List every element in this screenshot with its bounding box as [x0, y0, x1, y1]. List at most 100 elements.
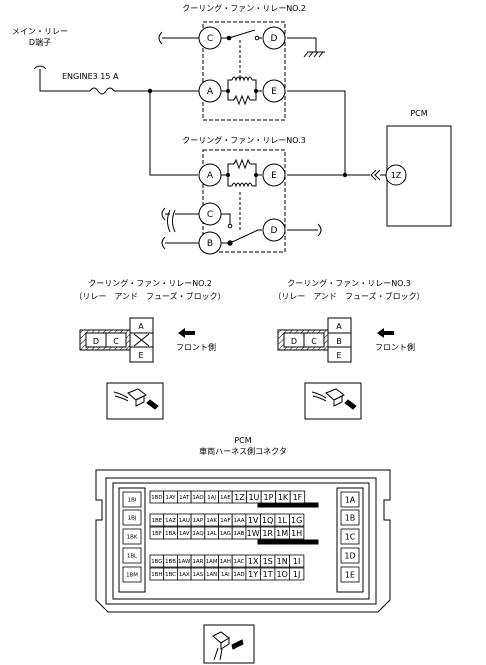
- r2-terminal-c: [198, 26, 222, 50]
- pcm-pin-1ap: 1AP: [193, 518, 204, 524]
- pcm-pin-1bk-box: [122, 528, 142, 545]
- pcm-pin-1ai: 1AI: [221, 572, 230, 578]
- r3-harness-bracket: [167, 209, 176, 233]
- pcm-pin-1h: 1H: [291, 529, 302, 538]
- fuse-symbol: [89, 87, 115, 95]
- r2-coil-node: [226, 89, 230, 93]
- r2-terminal-c-label: C: [207, 34, 213, 44]
- pcm-connector-outer: [95, 469, 391, 613]
- r3-b-harness-end: [161, 236, 166, 250]
- main-relay-label-line1: メイン・リレー: [12, 27, 68, 36]
- pcm-connector-title: PCM: [234, 436, 251, 445]
- relay3-conn-pin-e: E: [336, 351, 341, 360]
- pcm-pin-1bj: 1BJ: [128, 516, 137, 522]
- r3-coil-node: [226, 173, 230, 177]
- pcm-pin-1v: 1V: [248, 516, 259, 525]
- pcm-pin-1s: 1S: [263, 557, 273, 566]
- r3-b-contact: [227, 240, 233, 246]
- relay3-conn-pin-c: C: [311, 337, 317, 346]
- pcm-pin-1bk: 1BK: [127, 535, 138, 541]
- pcm-pin-1w: 1W: [247, 529, 260, 538]
- feed-junction: [147, 88, 153, 94]
- pcm-pin-1aq: 1AQ: [192, 531, 203, 537]
- terminals: C D A E A E C B D 1Z: [198, 26, 407, 255]
- probe-icon-bottom: [203, 624, 255, 664]
- r3-terminal-e: [262, 163, 286, 187]
- relay2-conn-pin-d: D: [93, 337, 99, 346]
- pcm-pin-1b: 1B: [345, 514, 356, 523]
- pcm-pin-1aa: 1AA: [234, 518, 245, 524]
- pcm-pin-1q: 1Q: [262, 516, 273, 525]
- r3-resistor: [233, 158, 251, 170]
- r3-terminal-a: [198, 163, 222, 187]
- pcm-pin-1ao: 1AO: [192, 495, 203, 501]
- pcm-pin-1p: 1P: [263, 493, 273, 502]
- pcm-pin-1aw: 1AW: [178, 559, 191, 565]
- main-relay-label-line2: D端子: [29, 37, 51, 47]
- pcm-connector-notch-top: [257, 502, 319, 508]
- r2-terminal-a-label: A: [207, 87, 214, 97]
- pcm-pin-1h-box: [288, 526, 305, 540]
- pcm-pin-1o: 1O: [276, 570, 287, 579]
- pcm-connector-subtitle: 車両ハーネス側コネクタ: [199, 446, 287, 456]
- pcm-pin-1af: 1AF: [220, 518, 230, 524]
- r2-terminal-a: [198, 79, 222, 103]
- pcm-connector: [95, 469, 391, 613]
- pcm-pin-1t: 1T: [263, 570, 273, 579]
- pcm-pin-1bh: 1BH: [151, 572, 162, 578]
- pcm-pin-1aj: 1AJ: [207, 495, 216, 501]
- relay3-body: [202, 149, 286, 253]
- r3-c-harness-end: [161, 207, 166, 221]
- pcm-pin-1bg: 1BG: [151, 559, 162, 565]
- pcm-pin-1bi: 1BI: [128, 498, 137, 504]
- relay3-pin-e-box: [327, 346, 352, 363]
- pcm-pin-1ab: 1AB: [234, 531, 245, 537]
- pcm-pin-1bm: 1BM: [126, 573, 138, 579]
- pcm-pin-1b-box: [340, 509, 360, 526]
- pcm-pin-1bl: 1BL: [127, 554, 137, 560]
- pcm-pin-1bf: 1BF: [152, 531, 162, 537]
- relay2-title: クーリング・ファン・リレーNO.2: [182, 3, 306, 13]
- pcm-pin-1i-box: [288, 554, 305, 568]
- r3-terminal-e-label: E: [271, 171, 277, 181]
- pcm-pin-1ae: 1AE: [220, 495, 231, 501]
- pcm-pin-1y: 1Y: [248, 570, 258, 579]
- front-arrow-right-icon: [377, 328, 394, 338]
- pcm-pin-1a: 1A: [345, 496, 356, 505]
- r3-c-wire: [221, 213, 231, 226]
- r2-terminal-e-label: E: [271, 87, 277, 97]
- r3-coil-node2: [254, 173, 258, 177]
- pcm-pin-1j-box: [288, 567, 305, 581]
- probe-icon-right: [304, 382, 362, 420]
- pcm-pin-1au: 1AU: [179, 518, 190, 524]
- r2-coil: [231, 76, 253, 82]
- r2-terminal-e: [262, 79, 286, 103]
- pcm-pin-1ba: 1BA: [165, 531, 176, 537]
- pcm-pin-1ah: 1AH: [220, 559, 231, 565]
- r2-coil-wire: [221, 79, 262, 101]
- pcm-pin-1ax: 1AX: [179, 572, 190, 578]
- relay3-conn-pin-a: A: [336, 322, 342, 331]
- front-label-right: フロント側: [375, 342, 415, 352]
- pcm-connector-right-bay: [336, 487, 364, 593]
- r2-c-harness-end: [158, 31, 163, 45]
- pcm-pin-1as: 1AS: [193, 572, 204, 578]
- fuse-label: ENGINE3 15 A: [62, 72, 119, 81]
- r3-terminal-d: [262, 218, 286, 242]
- relay3-connector: [277, 317, 352, 363]
- pcm-pin-1be: 1BE: [152, 518, 163, 524]
- pcm-pin-1ak: 1AK: [206, 518, 217, 524]
- pcm-pin-1f: 1F: [293, 493, 303, 502]
- relay2-conn-pin-c: C: [113, 337, 119, 346]
- relay2-conn-pin-e: E: [138, 351, 143, 360]
- pcm-pin-1am: 1AM: [206, 559, 218, 565]
- pcm-pin-1f-box: [289, 490, 306, 504]
- relay3-connector-title: クーリング・ファン・リレーNO.3: [287, 278, 411, 288]
- pcm-pin-1ad: 1AD: [233, 572, 244, 578]
- r3-terminal-d-label: D: [271, 226, 278, 236]
- r2-d-ground-wire: [287, 37, 317, 52]
- pcm-pin-1r: 1R: [262, 529, 273, 538]
- pcm-pin-1e-box: [340, 566, 360, 583]
- r3-coil-wire: [221, 163, 262, 187]
